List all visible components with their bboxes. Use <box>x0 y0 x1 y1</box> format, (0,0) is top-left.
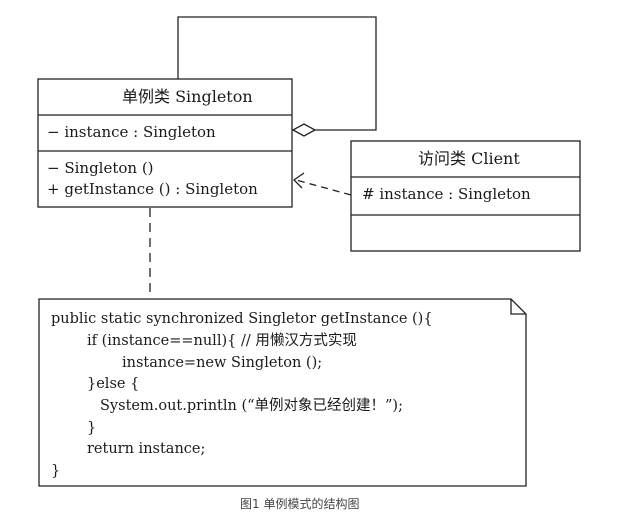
aggregation-diamond <box>291 123 317 137</box>
note-line-3: instance=new Singleton (); <box>122 355 323 371</box>
singleton-operation-constructor: − Singleton () <box>47 159 154 177</box>
note-line-7: return instance; <box>87 441 206 457</box>
dependency-arrowhead <box>292 172 305 189</box>
client-class-title: 访问类 Client <box>418 149 520 168</box>
note-line-8: } <box>51 463 61 479</box>
dependency-line <box>295 179 352 196</box>
client-attribute-instance: # instance : Singleton <box>362 185 531 203</box>
figure-caption: 图1 单例模式的结构图 <box>240 497 360 511</box>
note-box <box>38 298 527 487</box>
note-line-6: } <box>87 420 97 436</box>
note-line-2: if (instance==null){ // 用懒汉方式实现 <box>87 333 357 349</box>
self-association-line <box>177 16 377 131</box>
client-class-box <box>350 140 581 252</box>
singleton-class-box <box>37 78 293 208</box>
singleton-operation-getinstance: + getInstance () : Singleton <box>47 180 258 198</box>
note-line-5: System.out.println (“单例对象已经创建！”); <box>100 398 403 414</box>
singleton-attribute-instance: − instance : Singleton <box>47 123 216 141</box>
note-line-4: }else { <box>87 376 140 392</box>
singleton-class-title: 单例类 Singleton <box>122 87 253 106</box>
note-line-1: public static synchronized Singletor get… <box>51 311 433 327</box>
